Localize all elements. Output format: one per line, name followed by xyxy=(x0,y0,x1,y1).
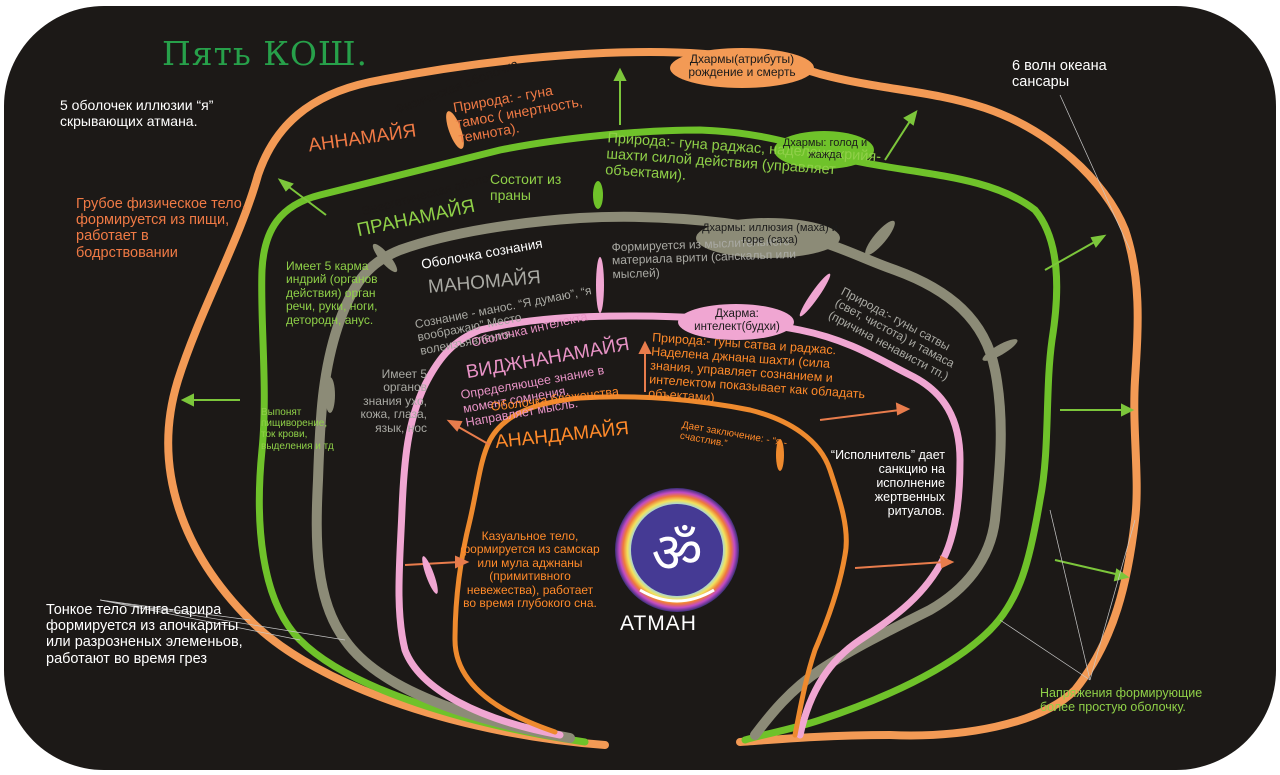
om-symbol-icon: ॐ xyxy=(615,488,739,612)
vijnanamaya-dharma: Дхарма: интелект(будхи) xyxy=(694,308,780,333)
annamaya-functions: Выпонят пищиворение, ток крови, выделени… xyxy=(261,407,334,452)
tensions-note: Напряжения формирующие более простую обо… xyxy=(1040,686,1203,714)
bead-ornaments xyxy=(325,111,1018,594)
manomaya-senses: Имеет 5 органов знания ухо, кожа, глаза,… xyxy=(360,367,427,435)
annamaya-dharma-oval xyxy=(670,48,814,88)
anandamaya-sheath xyxy=(452,394,849,738)
inner-arrows xyxy=(404,340,955,569)
pranamaya-consists: Состоит из праны xyxy=(490,171,562,203)
manomaya-sheath xyxy=(311,211,1006,743)
svg-text:ॐ: ॐ xyxy=(651,521,702,586)
anandamaya-executor: “Исполнитель” дает санкцию на исполнение… xyxy=(830,448,945,518)
pranamaya-sheath xyxy=(255,126,1061,746)
illusion-note: 5 оболочек иллюзии “я” скрывающих атмана… xyxy=(60,97,214,129)
annamaya-dharma: Дхармы(атрибуты) рождение и смерть xyxy=(688,52,796,80)
pranamaya-organs: Имеет 5 карма индрий (органов действия) … xyxy=(286,259,378,327)
manomaya-dharma: Дхармы: иллюзия (маха) и горе (саха) xyxy=(702,222,838,247)
waves-note: 6 волн океана сансары xyxy=(1012,58,1107,91)
page-title: Пять КОШ. xyxy=(162,34,369,73)
pranamaya-dharma-oval xyxy=(774,131,874,169)
gross-body-note: Грубое физическое тело, формируется из п… xyxy=(76,196,246,261)
pranamaya-dharma: Дхармы: голод и жажда xyxy=(782,137,868,162)
pointer-lines xyxy=(99,94,1136,681)
atman-label: АТМАН xyxy=(620,612,697,635)
tension-arrows xyxy=(180,67,1135,582)
manomaya-dharma-oval xyxy=(696,218,840,258)
subtle-body-note: Тонкое тело линга-сарира формируется из … xyxy=(46,602,243,667)
anandamaya-causal: Казуальное тело, формируется из самскар … xyxy=(460,529,600,611)
vijnanamaya-dharma-oval xyxy=(678,304,794,340)
annamaya-sheath xyxy=(164,47,1142,749)
